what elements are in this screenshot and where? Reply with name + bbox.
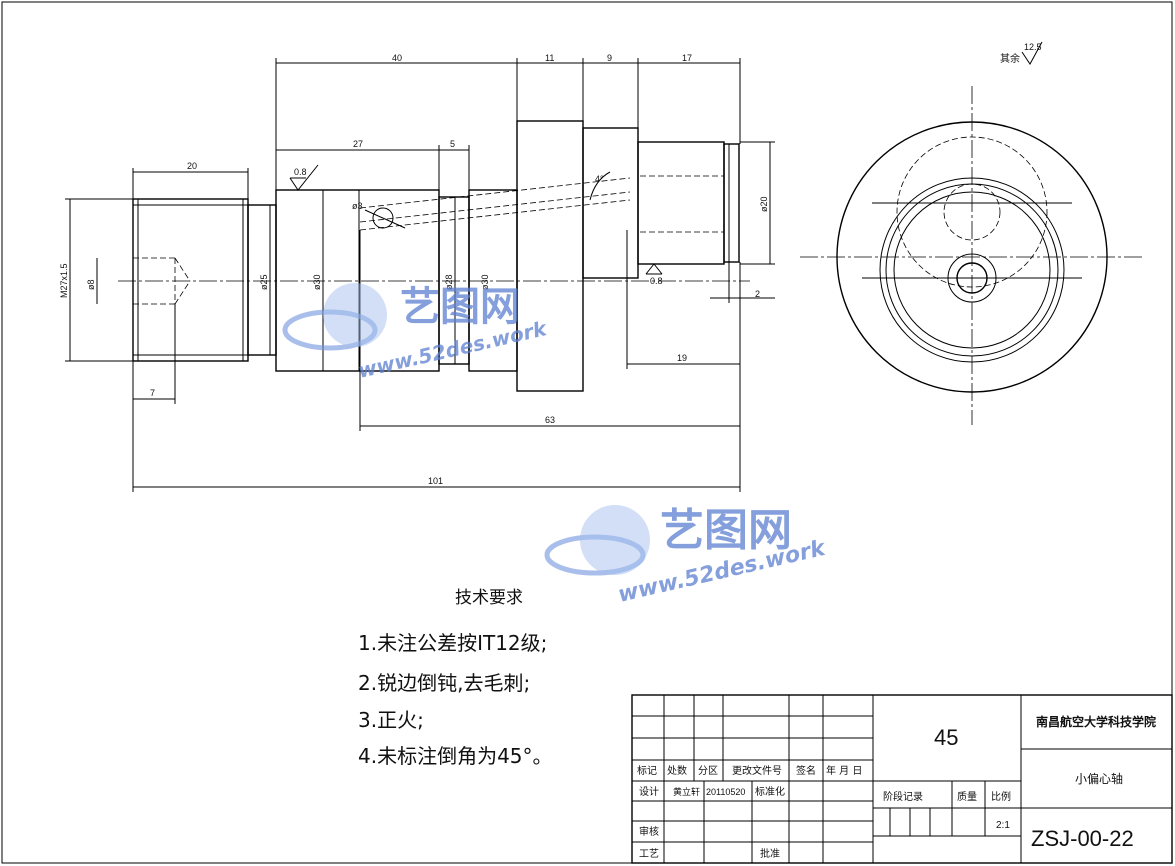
tech-req-item-3: 3.正火; — [358, 708, 424, 732]
dim-63: 63 — [545, 415, 555, 425]
title-block: 45 南昌航空大学科技学院 小偏心轴 ZSJ-00-22 2:1 阶段记录 质量… — [631, 694, 1173, 864]
tech-req-item-1: 1.未注公差按IT12级; — [358, 631, 547, 655]
header-change-doc: 更改文件号 — [732, 764, 782, 777]
watermark-2: 艺图网 www.52des.work — [544, 505, 829, 608]
dim-17: 17 — [682, 53, 692, 63]
dim-phi3: ø3 — [352, 201, 363, 211]
tech-requirements: 技术要求 1.未注公差按IT12级; 2.锐边倒钝,去毛刺; 3.正火; 4.未… — [358, 588, 553, 768]
dim-roughness-a: 0.8 — [294, 167, 307, 177]
material: 45 — [934, 725, 958, 750]
review-label: 审核 — [639, 825, 659, 838]
watermark-1: 艺图网 www.52des.work — [282, 283, 550, 383]
drawing-number: ZSJ-00-22 — [1031, 826, 1134, 851]
tech-req-item-2: 2.锐边倒钝,去毛刺; — [358, 671, 530, 695]
stage-record-label: 阶段记录 — [883, 790, 923, 803]
process-label: 工艺 — [639, 848, 659, 860]
standardize-label: 标准化 — [755, 785, 785, 798]
dim-9: 9 — [607, 53, 612, 63]
design-label: 设计 — [639, 785, 659, 798]
dim-phi20: ø20 — [759, 196, 769, 212]
dim-27: 27 — [353, 139, 363, 149]
header-zone: 分区 — [698, 765, 718, 777]
side-view — [800, 86, 1142, 425]
scale-value: 2:1 — [996, 820, 1010, 831]
dim-19: 19 — [677, 353, 687, 363]
dimension-lines — [65, 58, 775, 492]
ratio-label: 比例 — [991, 790, 1011, 803]
dim-11: 11 — [545, 53, 554, 63]
dim-2: 2 — [755, 289, 760, 299]
tech-req-item-4: 4.未标注倒角为45°。 — [358, 744, 553, 768]
dim-40: 40 — [392, 53, 402, 63]
dim-roughness-b: 0.8 — [650, 276, 663, 286]
header-mark: 标记 — [637, 765, 657, 777]
roughness-other-label: 其余 — [1000, 52, 1020, 65]
header-date: 年 月 日 — [826, 764, 862, 777]
dim-phi30b: ø30 — [480, 274, 490, 290]
watermark-brand-2: 艺图网 — [660, 505, 792, 556]
school-name: 南昌航空大学科技学院 — [1036, 714, 1156, 729]
dim-phi28: ø28 — [444, 274, 454, 290]
part-name: 小偏心轴 — [1075, 771, 1123, 786]
mass-label: 质量 — [957, 791, 977, 803]
header-count: 处数 — [667, 764, 687, 777]
dim-phi25: ø25 — [259, 274, 269, 290]
dim-phi8: ø8 — [86, 279, 96, 290]
dimension-texts: 40 11 9 17 20 27 5 7 19 2 63 101 M27x1.5… — [59, 41, 1043, 486]
dim-7: 7 — [150, 388, 155, 398]
roughness-other-value: 12.5 — [1024, 42, 1042, 52]
dim-phi30a: ø30 — [312, 274, 322, 290]
header-signature: 签名 — [796, 764, 816, 777]
dim-angle: 4° — [595, 174, 604, 184]
dim-101: 101 — [428, 476, 443, 486]
dim-20: 20 — [187, 161, 197, 171]
designer-name: 黄立轩 — [673, 786, 700, 798]
tech-req-title: 技术要求 — [455, 588, 523, 608]
approve-label: 批准 — [760, 847, 780, 860]
watermark-brand: 艺图网 — [400, 284, 520, 330]
design-date: 20110520 — [706, 787, 745, 797]
dim-5: 5 — [450, 139, 455, 149]
dim-m27: M27x1.5 — [59, 263, 69, 298]
